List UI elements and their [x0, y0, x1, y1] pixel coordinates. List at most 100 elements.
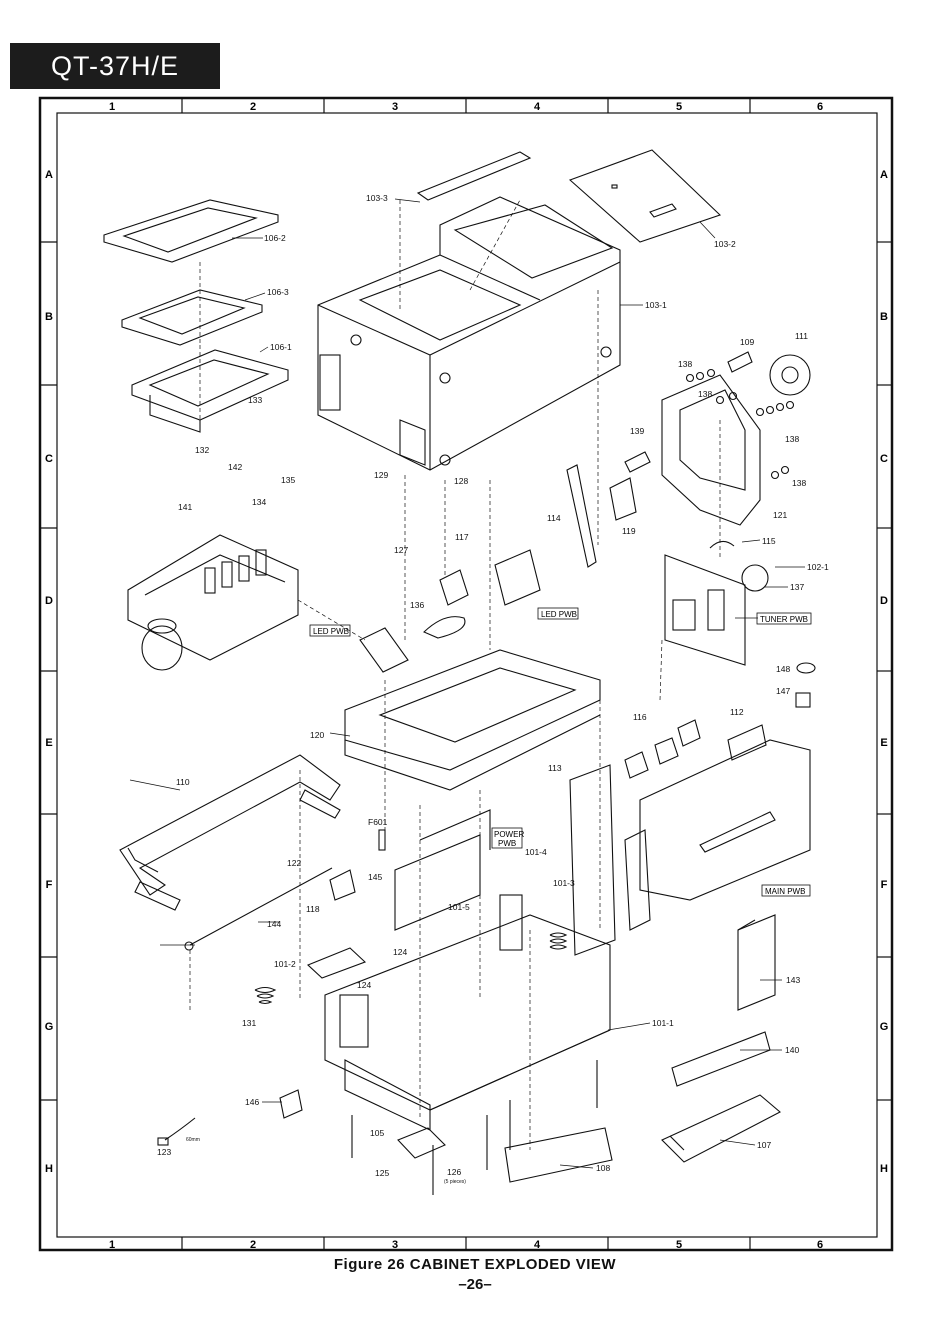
callout-101-4: 101-4 [525, 847, 547, 857]
callout-115: 115 [762, 536, 776, 546]
part-103-2-plate [568, 149, 722, 243]
callout-142: 142 [228, 462, 242, 472]
callout-110: 110 [176, 777, 190, 787]
part-motor [141, 625, 183, 671]
callout-147: 147 [776, 686, 790, 696]
callout-106-2: 106-2 [264, 233, 286, 243]
callout-125: 125 [375, 1168, 389, 1178]
part-107-tray [661, 1094, 781, 1163]
callout-135: 135 [281, 475, 295, 485]
callout-138-b: 138 [698, 389, 712, 399]
callout-140: 140 [785, 1045, 799, 1055]
row-label-right-E: E [880, 737, 887, 749]
label-led-pwb-right: LED PWB [541, 610, 577, 619]
callout-112: 112 [730, 707, 744, 717]
callout-145: 145 [368, 872, 382, 882]
part-111-gear [769, 354, 811, 396]
col-label-bottom-5: 5 [676, 1239, 682, 1251]
row-label-left-C: C [45, 453, 53, 465]
row-label-right-A: A [880, 169, 888, 181]
figure-caption: Figure 26 CABINET EXPLODED VIEW [333, 1256, 617, 1273]
part-antenna [566, 464, 597, 568]
inner-frame [56, 112, 878, 1238]
callout-121: 121 [773, 510, 787, 520]
col-label-bottom-4: 4 [534, 1239, 541, 1251]
callout-124-a: 124 [393, 947, 407, 957]
part-105-foot [397, 1127, 446, 1159]
part-121-bracket [661, 374, 761, 526]
row-label-right-G: G [880, 1021, 889, 1033]
col-label-bottom-3: 3 [392, 1239, 398, 1251]
part-103-1-housing [317, 196, 621, 471]
callout-113: 113 [548, 763, 562, 773]
callout-131: 131 [242, 1018, 256, 1028]
callout-148: 148 [776, 664, 790, 674]
callout-106-3: 106-3 [267, 287, 289, 297]
callout-109: 109 [740, 337, 754, 347]
callout-133: 133 [248, 395, 262, 405]
callout-101-5: 101-5 [448, 902, 470, 912]
callout-129: 129 [374, 470, 388, 480]
col-label-top-6: 6 [817, 101, 823, 113]
part-120-chassis [344, 649, 601, 771]
col-label-top-3: 3 [392, 101, 398, 113]
callout-126-note: (5 pieces) [444, 1179, 466, 1185]
part-main-pwb [639, 739, 811, 901]
callout-114: 114 [547, 513, 561, 523]
callout-103-3: 103-3 [366, 193, 388, 203]
row-label-left-F: F [46, 879, 53, 891]
label-led-pwb-left: LED PWB [313, 627, 349, 636]
callout-107: 107 [757, 1140, 771, 1150]
label-power-pwb-2: PWB [498, 839, 516, 848]
row-label-right-D: D [880, 595, 888, 607]
callout-101-1: 101-1 [652, 1018, 674, 1028]
row-label-left-H: H [45, 1163, 53, 1175]
col-label-bottom-2: 2 [250, 1239, 256, 1251]
callout-103-2: 103-2 [714, 239, 736, 249]
part-106-2-cover [103, 199, 279, 263]
callout-143: 143 [786, 975, 800, 985]
callout-122: 122 [287, 858, 301, 868]
part-144-rod [189, 867, 333, 946]
row-label-right-H: H [880, 1163, 888, 1175]
col-label-top-5: 5 [676, 101, 682, 113]
row-label-left-E: E [45, 737, 52, 749]
row-label-left-B: B [45, 311, 53, 323]
part-106-1-holder [131, 349, 289, 421]
callout-138-d: 138 [792, 478, 806, 488]
callout-134: 134 [252, 497, 266, 507]
callout-118: 118 [306, 904, 320, 914]
callout-138-a: 138 [678, 359, 692, 369]
label-tuner-pwb: TUNER PWB [760, 615, 808, 624]
callout-120: 120 [310, 730, 324, 740]
callout-141: 141 [178, 502, 192, 512]
callout-60mm: 60mm [186, 1137, 200, 1143]
part-108-pad [504, 1127, 613, 1183]
model-label: QT-37H/E [10, 43, 220, 89]
callout-108: 108 [596, 1163, 610, 1173]
row-label-right-C: C [880, 453, 888, 465]
part-tuner-pwb [664, 554, 746, 666]
callout-F601: F601 [368, 817, 388, 827]
row-label-right-B: B [880, 311, 888, 323]
outer-frame [38, 96, 894, 1252]
callout-105: 105 [370, 1128, 384, 1138]
callout-136: 136 [410, 600, 424, 610]
callout-117: 117 [455, 532, 469, 542]
label-power-pwb-1: POWER [494, 830, 524, 839]
callout-124-b: 124 [357, 980, 371, 990]
part-140-foam [671, 1031, 771, 1087]
part-mechanism [127, 534, 299, 661]
row-label-left-G: G [45, 1021, 54, 1033]
callout-132: 132 [195, 445, 209, 455]
callout-111: 111 [795, 331, 808, 341]
callout-126: 126 [447, 1167, 461, 1177]
page-number: –26– [458, 1276, 492, 1293]
row-label-right-F: F [881, 879, 888, 891]
part-136-belt [423, 616, 466, 639]
col-label-top-2: 2 [250, 101, 256, 113]
callout-127: 127 [394, 545, 408, 555]
callout-106-1: 106-1 [270, 342, 292, 352]
callout-146: 146 [245, 1097, 259, 1107]
